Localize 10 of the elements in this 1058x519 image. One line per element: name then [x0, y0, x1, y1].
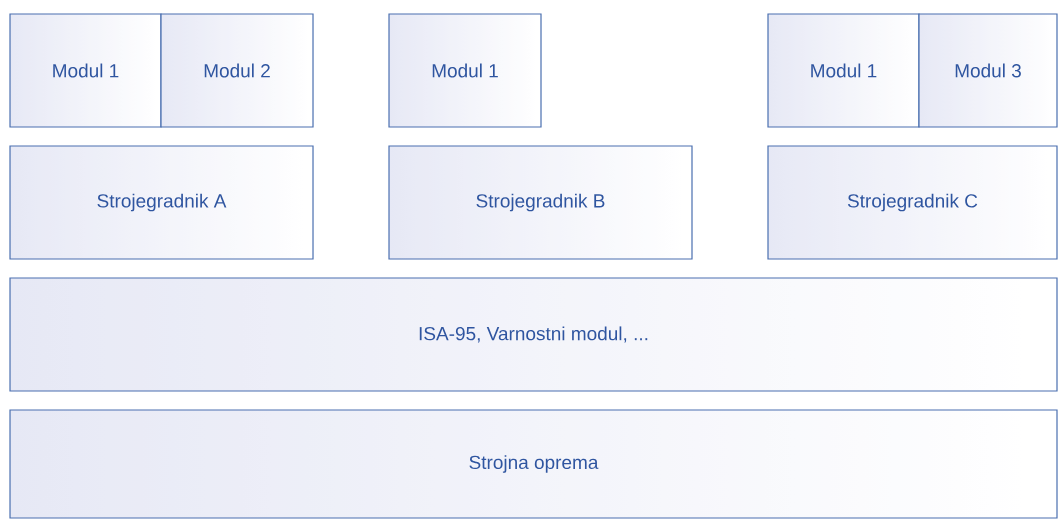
layer-band: ISA-95, Varnostni modul, ...	[9, 277, 1058, 392]
module-box: Modul 1	[767, 13, 920, 128]
module-box: Modul 1	[388, 13, 542, 128]
machine-builder-box: Strojegradnik C	[767, 145, 1058, 260]
module-box: Modul 2	[160, 13, 314, 128]
layer-band: Strojna oprema	[9, 409, 1058, 519]
module-box: Modul 3	[918, 13, 1058, 128]
module-box: Modul 1	[9, 13, 162, 128]
machine-builder-box: Strojegradnik A	[9, 145, 314, 260]
machine-builder-box: Strojegradnik B	[388, 145, 693, 260]
